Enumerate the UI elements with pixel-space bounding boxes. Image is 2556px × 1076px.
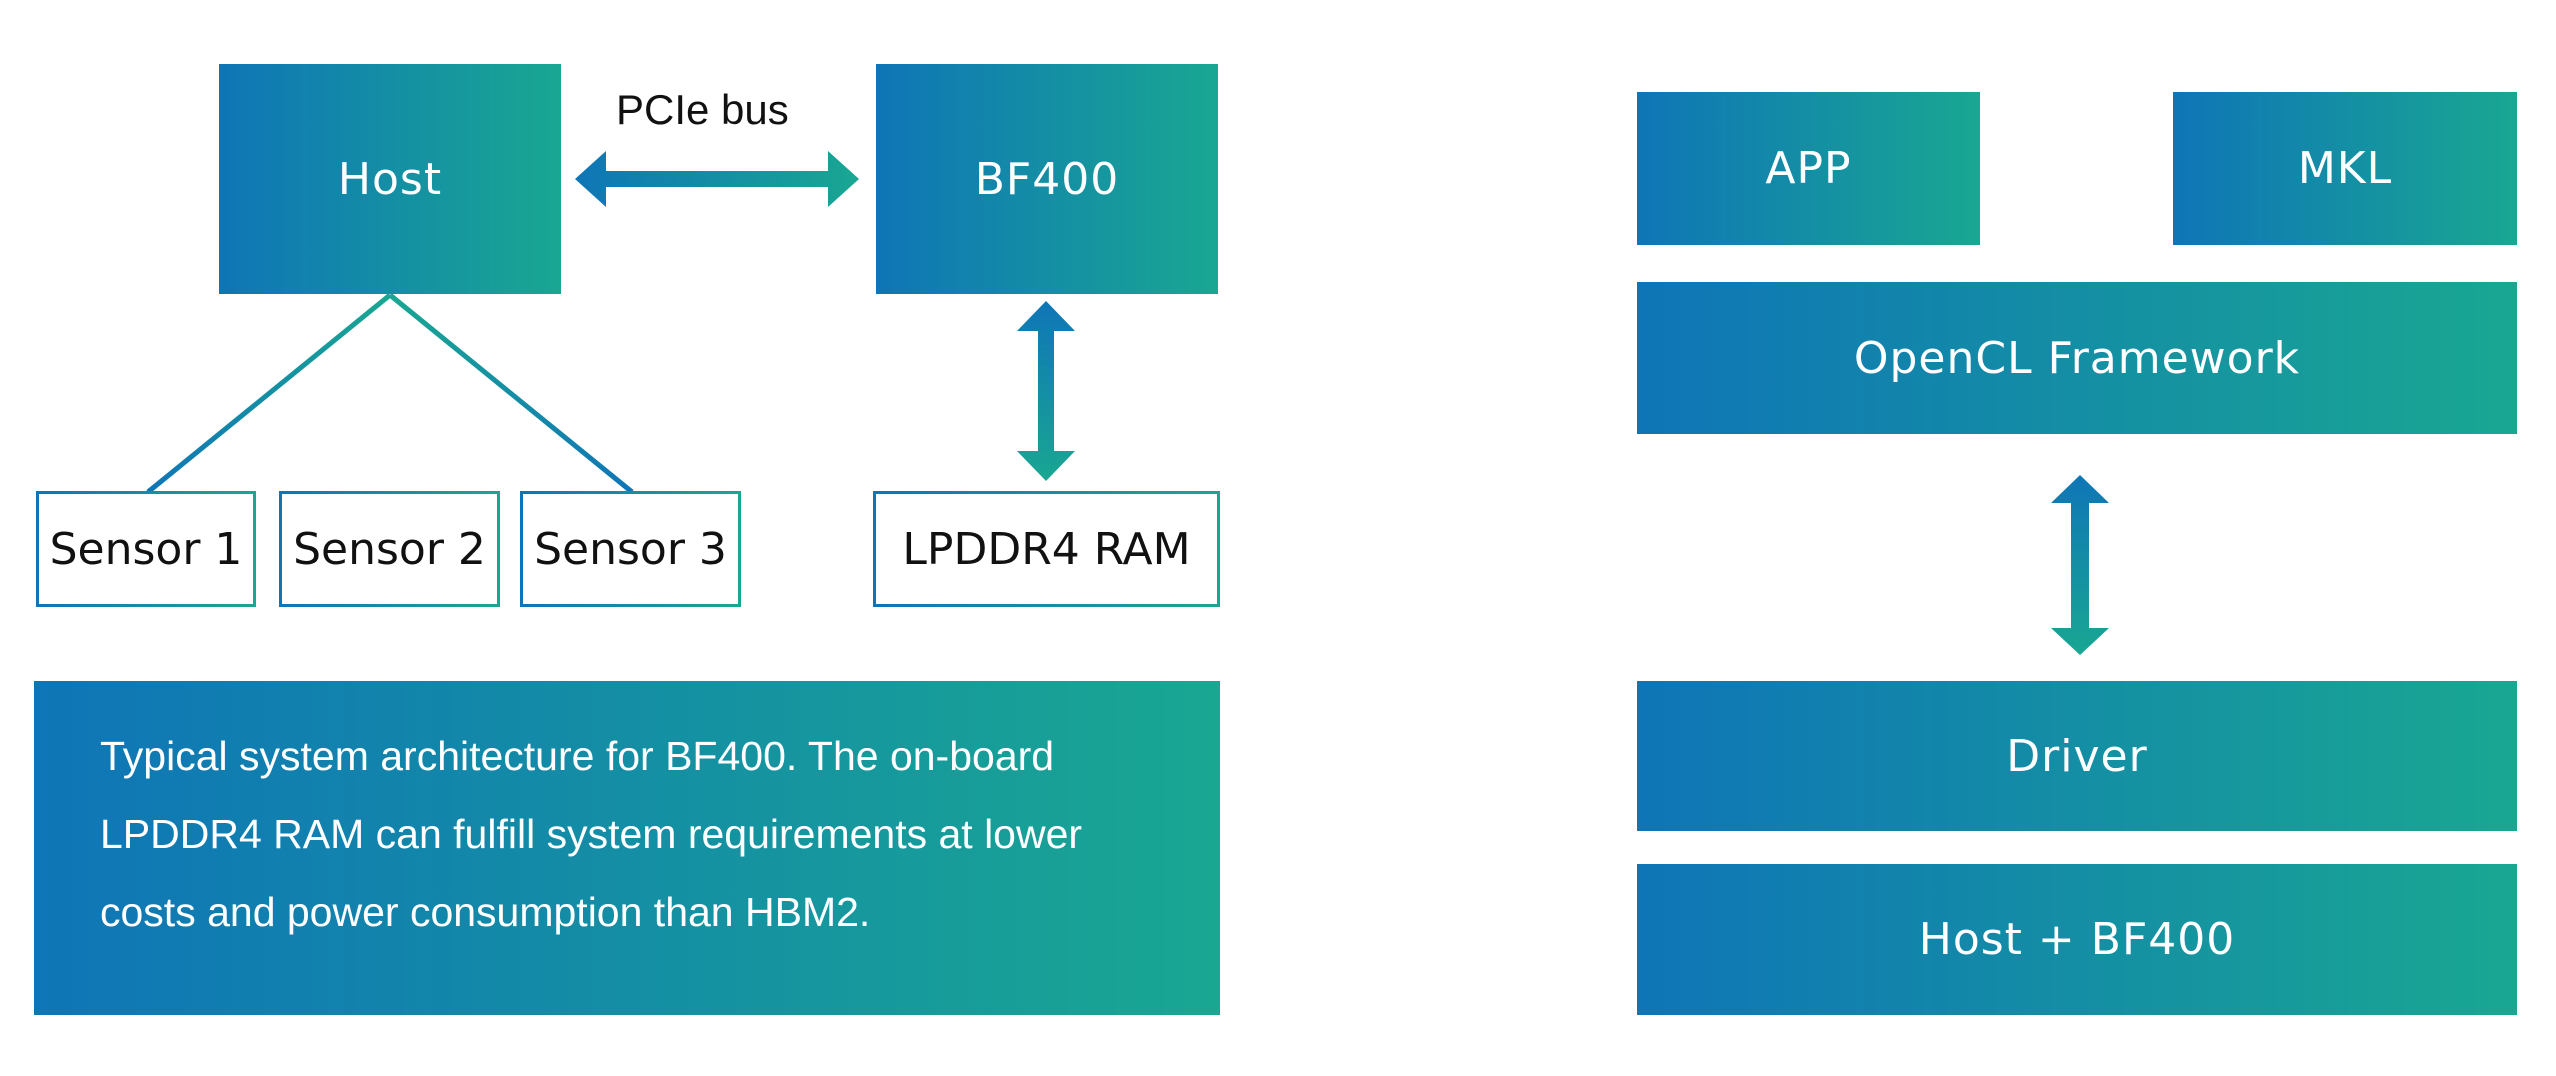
caption-text: Typical system architecture for BF400. T… (100, 733, 1083, 935)
host-bf400-label: Host + BF400 (1918, 914, 2236, 965)
host-sensor3-line (388, 293, 634, 494)
sensor-2-label: Sensor 2 (293, 523, 486, 575)
caption-panel: Typical system architecture for BF400. T… (34, 681, 1220, 1015)
bf400-ram-double-arrow (1017, 301, 1075, 481)
app-label: APP (1765, 143, 1852, 194)
sensor-3-label: Sensor 3 (534, 523, 727, 575)
framework-driver-double-arrow (2051, 475, 2109, 655)
mkl-label: MKL (2297, 143, 2393, 194)
bf400-box: BF400 (876, 64, 1218, 294)
ram-label: LPDDR4 RAM (902, 523, 1191, 575)
sensor-2-box: Sensor 2 (279, 491, 500, 607)
sensor-1-box: Sensor 1 (36, 491, 256, 607)
driver-label: Driver (2006, 730, 2148, 782)
app-box: APP (1637, 92, 1980, 245)
mkl-box: MKL (2173, 92, 2517, 245)
pcie-double-arrow (575, 151, 859, 207)
opencl-framework-label: OpenCL Framework (1853, 332, 2301, 384)
sensor-3-box: Sensor 3 (520, 491, 741, 607)
host-box: Host (219, 64, 561, 294)
driver-box: Driver (1637, 681, 2517, 831)
ram-box: LPDDR4 RAM (873, 491, 1220, 607)
host-label: Host (337, 153, 443, 205)
opencl-framework-box: OpenCL Framework (1637, 282, 2517, 434)
pcie-bus-label: PCIe bus (616, 86, 789, 133)
sensor-1-label: Sensor 1 (49, 523, 243, 575)
bf400-label: BF400 (974, 153, 1120, 205)
host-sensor1-line (146, 293, 392, 494)
host-bf400-box: Host + BF400 (1637, 864, 2517, 1015)
